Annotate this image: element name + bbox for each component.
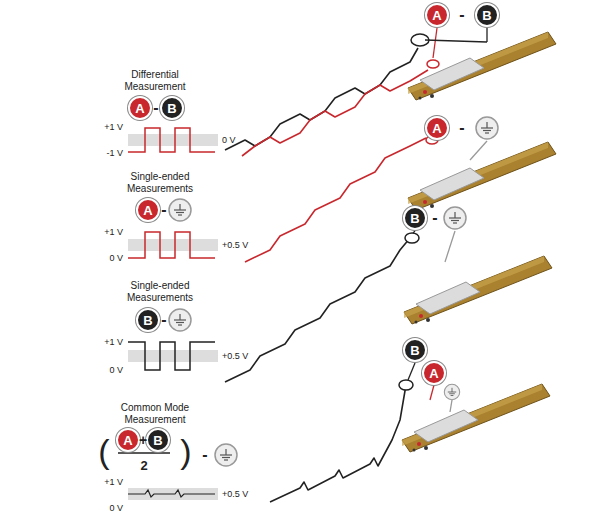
voltage-label: 0 V (109, 503, 123, 513)
math-symbol: - (161, 311, 166, 329)
voltage-label: 0 V (109, 253, 123, 263)
probe-circle: B (403, 338, 427, 362)
channel-letter: B (153, 434, 162, 447)
voltage-label: +0.5 V (222, 351, 248, 361)
math-symbol: + (139, 432, 147, 448)
channel-letter: A (432, 122, 441, 135)
probe-circle: A (425, 3, 449, 27)
waveform (128, 232, 215, 258)
channel-letter: B (167, 102, 176, 115)
channel-letter: B (143, 314, 152, 327)
graph-band (128, 350, 218, 362)
math-symbol: - (459, 119, 464, 137)
panel-title: Common Mode Measurement (105, 402, 205, 425)
graph-band (128, 239, 218, 251)
math-symbol: - (432, 209, 437, 227)
voltage-label: +0.5 V (222, 489, 248, 499)
channel-letter: B (410, 212, 419, 225)
graph-band (128, 134, 218, 146)
channel-letter: A (135, 102, 144, 115)
probe-circle: A (422, 361, 446, 385)
channel-letter: B (482, 9, 491, 22)
probe-circle: B (403, 206, 427, 230)
graph-band (128, 488, 218, 500)
probe-circle: A (116, 428, 140, 452)
waveform (128, 128, 215, 152)
probe-circle: A (136, 198, 160, 222)
panel-title: Differential Measurement (105, 69, 205, 92)
voltage-label: -1 V (106, 148, 123, 158)
channel-letter: A (123, 434, 132, 447)
math-symbol: ) (180, 432, 191, 471)
waveform (128, 342, 215, 370)
voltage-label: +1 V (104, 337, 123, 347)
math-symbol: - (202, 446, 207, 464)
panel-title: Single-ended Measurements (105, 280, 215, 303)
math-symbol: - (161, 201, 166, 219)
probe-circle: A (128, 96, 152, 120)
voltage-label: +0.5 V (222, 240, 248, 250)
probe-circle: B (136, 308, 160, 332)
voltage-label: +1 V (104, 122, 123, 132)
math-symbol: 2 (140, 459, 147, 474)
voltage-label: 0 V (222, 135, 236, 145)
channel-letter: A (432, 9, 441, 22)
voltage-label: +1 V (104, 477, 123, 487)
probe-circle: B (160, 96, 184, 120)
fraction-bar (118, 452, 170, 454)
channel-letter: A (143, 204, 152, 217)
channel-letter: B (410, 344, 419, 357)
math-symbol: - (153, 99, 158, 117)
probe-circle: A (425, 116, 449, 140)
probe-ring (399, 34, 439, 390)
channel-letter: A (429, 367, 438, 380)
probe-circle: B (475, 3, 499, 27)
math-symbol: ( (98, 432, 109, 471)
math-symbol: - (459, 6, 464, 24)
wire (225, 48, 428, 502)
panel-title: Single-ended Measurements (105, 171, 215, 194)
voltage-label: 0 V (109, 365, 123, 375)
waveform (128, 490, 215, 497)
probe-circle: B (146, 428, 170, 452)
voltage-label: +1 V (104, 227, 123, 237)
